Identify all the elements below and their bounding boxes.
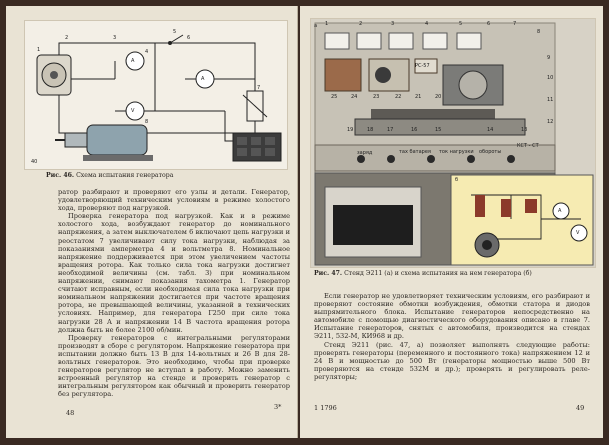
inset-voltmeter-icon [570,224,588,242]
callout-7: 7 [513,21,517,27]
caption-text: Стенд Э211 (а) и схема испытания на нем … [344,270,532,277]
switch-icon [168,34,184,45]
test-bench-illustration [314,22,594,266]
rheostat-icon [242,90,268,122]
callout-22: 22 [395,94,402,100]
print-signature-footer: 1 1796 [314,404,337,412]
paragraph: Проверка генератора под нагрузкой. Как и… [58,212,290,334]
callout-18: 18 [367,127,374,133]
callout-6: 6 [487,21,491,27]
callout-2: 2 [359,21,363,27]
inset-ammeter-icon [552,202,570,220]
callout-10: 10 [547,75,554,81]
callout-23: 23 [373,94,380,100]
callout-4: 4 [145,49,149,55]
left-body-text: ратор разбирают и проверяют его узлы и д… [58,188,290,398]
callout-9: 9 [547,55,551,61]
switch-load-label: ток нагрузки [439,149,474,155]
battery-icon [232,132,282,162]
generator-icon [36,54,72,96]
generator-test-circuit [36,34,282,162]
callout-4: 4 [425,21,429,27]
callout-16: 16 [411,127,418,133]
voltmeter-icon [125,101,145,121]
figure-47-caption: Рис. 47. Стенд Э211 (а) и схема испытани… [314,270,594,277]
figure-inner-number: 40 [31,159,38,165]
callout-5: 5 [459,21,463,27]
callout-14: 14 [487,127,494,133]
figure-46-circuit-diagram: A V A 1 2 3 4 5 6 7 8 40 [24,20,288,170]
paragraph: Если генератор не удовлетворяет техничес… [314,292,590,341]
sub-label-a: а [314,23,318,29]
inset-ammeter-label: A [558,208,562,214]
callout-1: 1 [37,47,41,53]
callout-6: 6 [187,35,191,41]
electric-motor-icon [55,124,153,161]
ammeter-icon [125,51,145,71]
ammeter-2-label: A [201,76,205,82]
right-body-text: Если генератор не удовлетворяет техничес… [314,292,590,381]
charge-label: заряд [357,150,373,156]
caption-text: Схема испытания генератора [76,172,174,179]
callout-3: 3 [113,35,117,41]
callout-19: 19 [347,127,354,133]
switch-battery-label: тах батарея [399,149,431,155]
callout-12: 12 [547,119,554,125]
callout-3: 3 [391,21,395,27]
callout-20: 20 [435,94,442,100]
gauge-row [324,32,482,50]
callout-15: 15 [435,127,442,133]
callout-13: 13 [521,127,528,133]
callout-21: 21 [415,94,422,100]
caption-number: Рис. 46. [46,172,75,179]
voltmeter-label: V [131,108,135,114]
ammeter-2-icon [195,69,215,89]
signature-mark: 3* [274,403,282,411]
callout-1: 1 [325,21,329,27]
caption-number: Рис. 47. [314,270,343,277]
callout-8: 8 [145,119,149,125]
ammeter-label: A [131,58,135,64]
switch-kst-label: КСТ - СТ [517,143,539,149]
callout-25: 25 [331,94,338,100]
page-number: 48 [66,409,75,417]
paragraph: Проверку генераторов с интегральными рег… [58,333,290,399]
paragraph: ратор разбирают и проверяют его узлы и д… [58,188,290,213]
paragraph: Стенд Э211 (рис. 47, а) позволяет выполн… [314,340,590,381]
inset-voltmeter-label: V [576,230,580,236]
switch-rpm-label: обороты [479,149,502,155]
figure-46-caption: Рис. 46. Схема испытания генератора [46,172,173,179]
figure-47-test-bench-photo: а б A V РС-57 заряд тах батарея ток нагр… [310,18,596,268]
sub-label-b: б [455,177,459,183]
callout-8: 8 [537,29,541,35]
rs57-label: РС-57 [415,63,430,69]
callout-7: 7 [257,85,261,91]
page-number: 49 [576,404,585,412]
right-page: а б A V РС-57 заряд тах батарея ток нагр… [300,6,603,438]
callout-24: 24 [351,94,358,100]
callout-5: 5 [173,29,177,35]
callout-11: 11 [547,97,554,103]
callout-2: 2 [65,35,69,41]
callout-17: 17 [387,127,394,133]
left-page: A V A 1 2 3 4 5 6 7 8 40 Рис. 46. Схема … [6,6,298,438]
